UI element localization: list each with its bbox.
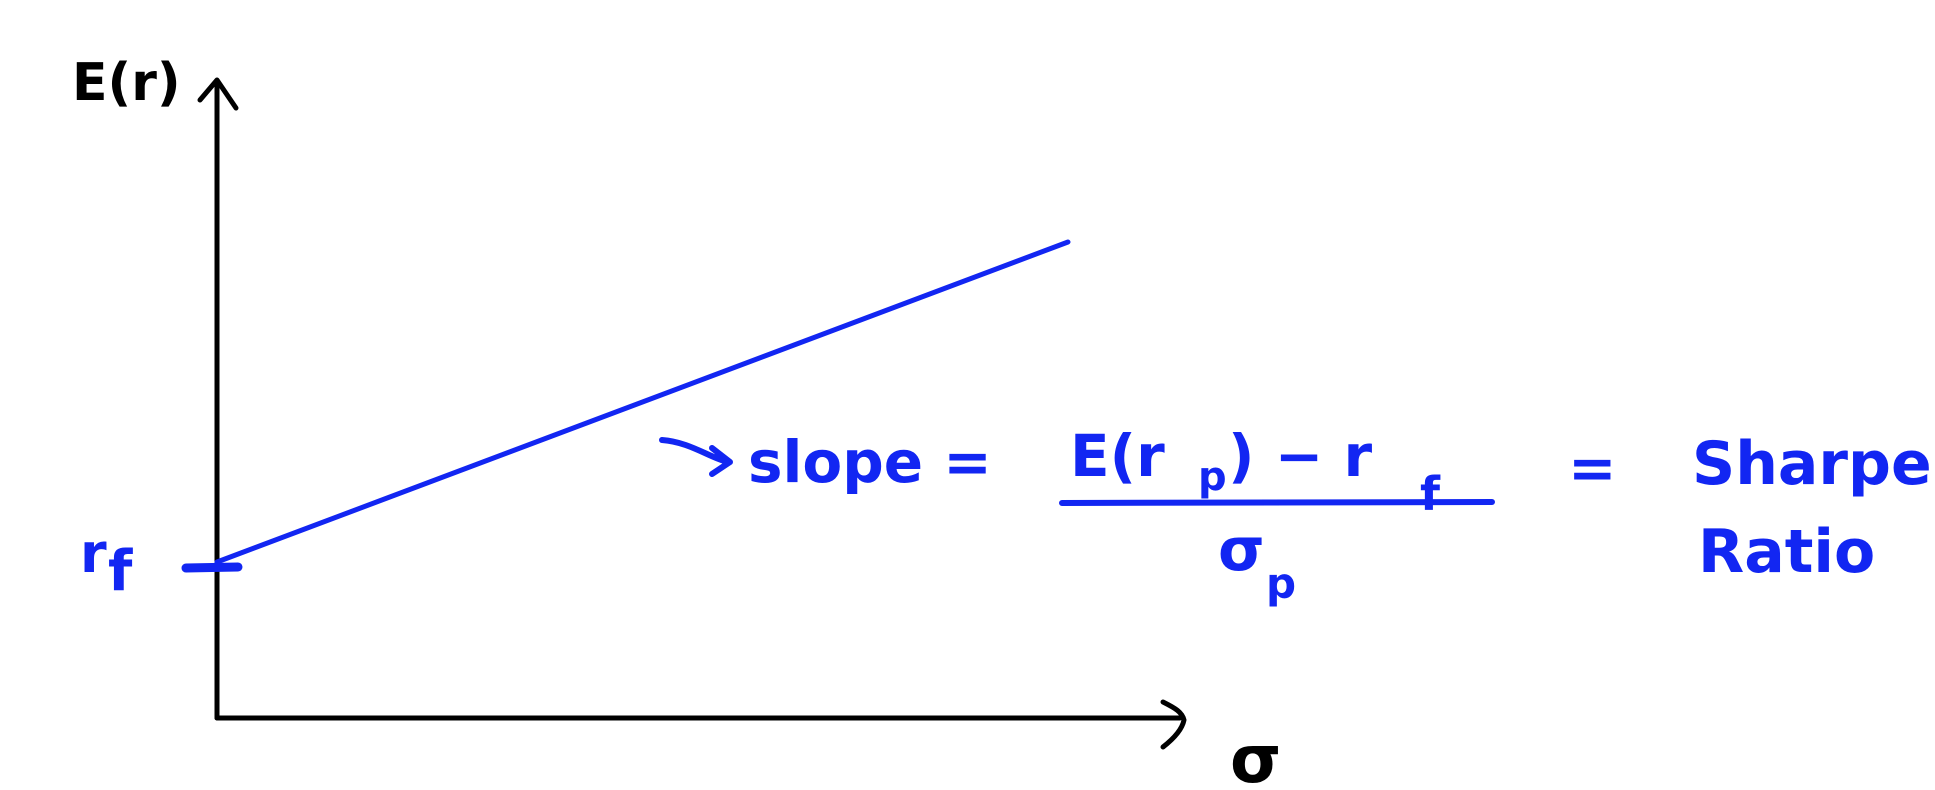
- slope-label: slope =: [748, 428, 992, 496]
- numerator-rest: ) − r: [1228, 422, 1372, 490]
- y-axis-arrowhead: [197, 77, 239, 111]
- capital-allocation-line: [214, 239, 1071, 565]
- fraction-bar: [1059, 499, 1495, 506]
- risk-free-label-subscript: f: [108, 539, 133, 604]
- annotation-arrow: [659, 437, 733, 477]
- fraction-denominator: σ p: [1218, 515, 1296, 608]
- x-axis-label: σ: [1230, 721, 1281, 790]
- axes: [197, 77, 1187, 750]
- denominator-subscript: p: [1266, 559, 1296, 608]
- sharpe-label: Sharpe: [1692, 429, 1932, 499]
- risk-free-label: r f: [80, 522, 133, 604]
- x-axis-arrowhead: [1160, 699, 1187, 750]
- denominator-text: σ: [1218, 515, 1265, 585]
- fraction-numerator: E(r p ) − r f: [1070, 422, 1441, 521]
- numerator-rest-subscript: f: [1420, 467, 1441, 521]
- ratio-label: Ratio: [1698, 517, 1875, 587]
- risk-free-label-main: r: [80, 522, 107, 585]
- numerator-text: E(r: [1070, 422, 1165, 490]
- numerator-subscript: p: [1198, 454, 1227, 500]
- equals-sign: =: [1568, 434, 1617, 502]
- risk-free-tick: [181, 562, 243, 573]
- y-axis-label: E(r): [72, 53, 181, 113]
